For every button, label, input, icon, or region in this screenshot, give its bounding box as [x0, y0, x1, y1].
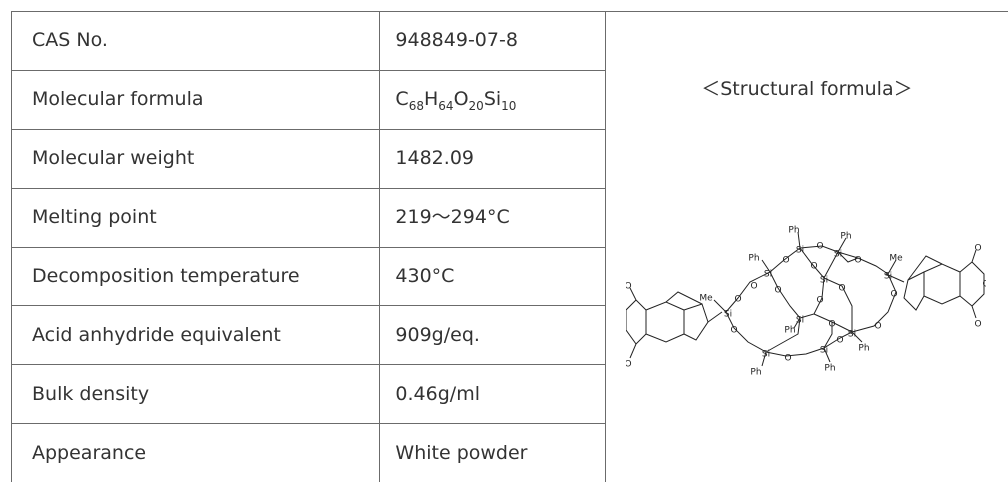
property-value: 1482.09 [380, 129, 605, 188]
property-label: Appearance [12, 424, 380, 482]
atom-label-ph: Ph [858, 344, 869, 354]
atom-label-o: O [890, 290, 897, 300]
table-row: CAS No. 948849-07-8 ＜Structural formula＞ [12, 12, 1008, 71]
property-label: Acid anhydride equivalent [12, 306, 380, 365]
atom-label-o: O [626, 360, 632, 370]
atom-label-o: O [816, 242, 823, 252]
property-value: 948849-07-8 [380, 12, 605, 71]
atom-label-ph: Ph [784, 326, 795, 336]
atom-label-o: O [974, 244, 981, 254]
property-label: Decomposition temperature [12, 247, 380, 306]
atom-label-me: Me [889, 254, 903, 264]
atom-label-o: O [982, 280, 986, 290]
formula-element: O [454, 88, 469, 110]
atom-label-o: O [784, 354, 791, 364]
atom-label-si: Si [764, 270, 772, 280]
atom-label-ph: Ph [788, 226, 799, 236]
atom-label-o: O [836, 336, 843, 346]
property-table: CAS No. 948849-07-8 ＜Structural formula＞ [11, 11, 1008, 482]
atom-label-o: O [974, 320, 981, 330]
atom-label-si: Si [796, 246, 804, 256]
structure-cell: ＜Structural formula＞ [605, 12, 1008, 482]
property-label: Melting point [12, 188, 380, 247]
formula-count: 68 [409, 99, 424, 113]
property-label: Molecular weight [12, 129, 380, 188]
atom-label-o: O [810, 262, 817, 272]
formula-count: 64 [438, 99, 453, 113]
structure-caption: ＜Structural formula＞ [606, 80, 1008, 99]
property-label: Molecular formula [12, 70, 380, 129]
atom-label-ph: Ph [748, 254, 759, 264]
atom-label-ph: Ph [750, 368, 761, 378]
atom-label-si: Si [834, 250, 842, 260]
atom-label-si: Si [820, 346, 828, 356]
property-value: 0.46g/ml [380, 365, 605, 424]
property-value: 219～294°C [380, 188, 605, 247]
property-value: 430°C [380, 247, 605, 306]
atom-label-o: O [774, 286, 781, 296]
atom-label-ph: Ph [840, 232, 851, 242]
atom-label-si: Si [820, 276, 828, 286]
structural-formula-image: SiSiSiSiSiSiSiSiSiSiOOOOOOOOOOOOOOOPhPhP… [626, 202, 986, 392]
formula-count: 20 [469, 99, 484, 113]
atom-label-o: O [782, 256, 789, 266]
atom-label-si: Si [796, 316, 804, 326]
atom-label-o: O [750, 282, 757, 292]
atom-label-si: Si [884, 272, 892, 282]
atom-label-o: O [828, 320, 835, 330]
property-value: White powder [380, 424, 605, 482]
property-label: CAS No. [12, 12, 380, 71]
atom-label-si: Si [724, 310, 732, 320]
atom-label-ph: Ph [824, 364, 835, 374]
atom-label-o: O [816, 296, 823, 306]
atom-label-me: Me [699, 294, 713, 304]
atom-label-o: O [854, 256, 861, 266]
formula-element: C [395, 88, 408, 110]
property-value: 909g/eq. [380, 306, 605, 365]
formula-element: H [424, 88, 438, 110]
property-label: Bulk density [12, 365, 380, 424]
atom-label-o: O [874, 322, 881, 332]
atom-label-o: O [734, 295, 741, 305]
formula-element: Si [484, 88, 501, 110]
atom-label-si: Si [848, 330, 856, 340]
molecular-formula-value: C68H64O20Si10 [380, 70, 605, 129]
atom-label-o: O [838, 284, 845, 294]
atom-label-si: Si [762, 350, 770, 360]
atom-label-o: O [626, 282, 632, 292]
atom-label-o: O [730, 326, 737, 336]
formula-count: 10 [501, 99, 516, 113]
